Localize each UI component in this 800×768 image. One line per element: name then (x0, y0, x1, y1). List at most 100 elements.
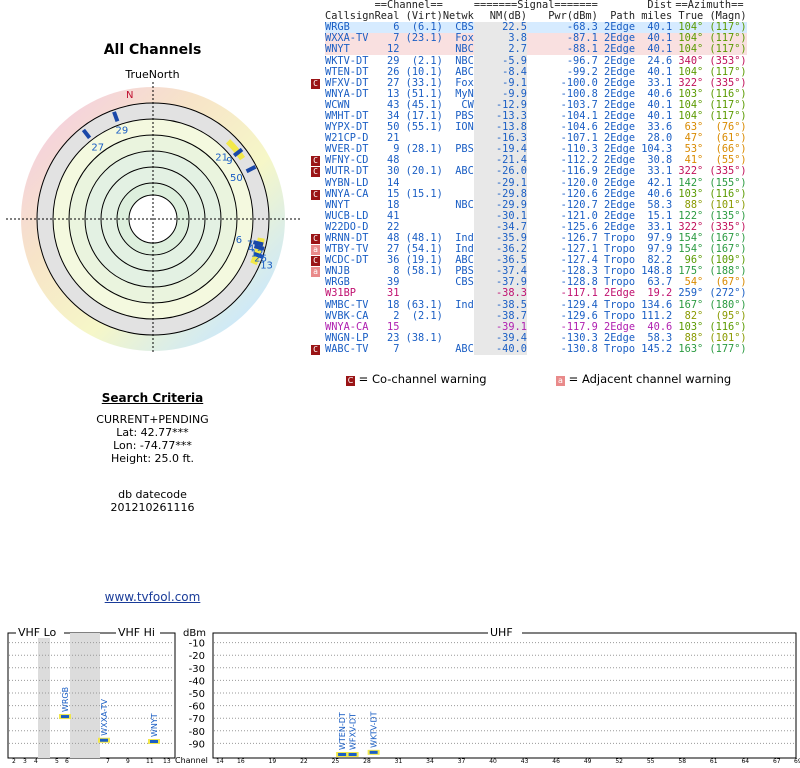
channel-tick: 64 (741, 758, 749, 765)
cell-network: Ind (449, 232, 474, 245)
channel-tick: 49 (584, 758, 592, 765)
cell-pwr: -104.6 (554, 121, 598, 134)
header-channel-group: ==Channel== (374, 0, 443, 12)
channel-tick: 7 (106, 758, 110, 765)
polar-station-marker (253, 251, 265, 259)
cell-callsign: WNYA-CA (325, 320, 375, 333)
channel-tick: 9 (126, 758, 130, 765)
row-warning (311, 66, 325, 78)
dbm-tick-label: -80 (189, 727, 205, 738)
col-miles: miles (641, 10, 673, 23)
channel-tick: 58 (678, 758, 686, 765)
cell-miles: 40.1 (641, 98, 673, 111)
truenorth-label: TrueNorth (125, 68, 180, 81)
cell-real: 18 (380, 298, 400, 311)
polar-station-marker (232, 147, 244, 158)
cell-miles: 40.6 (641, 87, 673, 100)
cell-real: 27 (380, 76, 400, 89)
cell-miles: 33.1 (641, 76, 673, 89)
spectrum-bar-label: WXXA-TV (100, 699, 109, 736)
cell-callsign: WNYT (325, 198, 356, 211)
cell-pwr: -112.2 (554, 154, 598, 167)
cell-miles: 97.9 (641, 243, 673, 256)
cell-virt: (20.1) (399, 165, 443, 178)
cell-virt: (63.1) (399, 298, 443, 311)
channel-tick: 61 (710, 758, 718, 765)
cell-pwr: -120.6 (554, 187, 598, 200)
cell-miles: 148.8 (635, 265, 673, 278)
cell-callsign: WCDC-DT (325, 254, 375, 267)
cell-miles: 40.1 (641, 21, 673, 34)
cell-path: 2Edge (597, 76, 636, 89)
cell-miles: 40.6 (641, 320, 673, 333)
cell-real: 6 (387, 21, 400, 34)
row-warning: C (311, 343, 325, 355)
cell-magn-az: (188°) (703, 265, 747, 278)
cell-real: 13 (380, 87, 400, 100)
cell-magn-az: (335°) (703, 220, 747, 233)
cell-nm: -26.0 (473, 166, 527, 178)
cell-path: 2Edge (597, 87, 636, 100)
cell-true-az: 154° (672, 232, 704, 245)
cell-pwr: -100.0 (554, 76, 598, 89)
cell-path: 2Edge (597, 98, 636, 111)
cell-path: Tropo (597, 243, 636, 256)
cell-nm: -29.9 (473, 199, 527, 211)
row-warning (311, 33, 325, 45)
cell-true-az: 340° (672, 54, 704, 67)
cell-pwr: -99.2 (560, 65, 598, 78)
channel-tick: 16 (237, 758, 245, 765)
cell-true-az: 103° (672, 87, 704, 100)
cell-magn-az: (117°) (703, 21, 747, 34)
uhf-bg (488, 626, 522, 638)
cell-path: Tropo (597, 309, 636, 322)
cell-nm: -21.4 (473, 155, 527, 167)
cell-pwr: -129.6 (554, 309, 598, 322)
vhf-gap-band (70, 633, 100, 758)
cell-callsign: WCWN (325, 98, 356, 111)
table-header-group-row: ==Channel== =======Signal======= Dist ==… (311, 0, 747, 11)
cell-callsign: WFXV-DT (325, 76, 375, 89)
cell-miles: 15.1 (641, 209, 673, 222)
cell-true-az: 103° (672, 187, 704, 200)
cell-network: MyN (449, 87, 474, 100)
polar-channel-label: 21 (215, 152, 228, 163)
cell-nm: -38.5 (473, 299, 527, 311)
header-dist-group: Dist (647, 0, 673, 12)
cochannel-warning-icon: C (311, 256, 320, 267)
polar-channel-label: 6 (236, 235, 242, 246)
polar-channel-label: 12 (251, 248, 264, 259)
cell-callsign: W31BP (325, 287, 363, 300)
cell-nm: -19.4 (473, 144, 527, 156)
cell-true-az: 88° (678, 198, 704, 211)
cell-magn-az: (117°) (703, 109, 747, 122)
tvfool-link[interactable]: www.tvfool.com (104, 590, 201, 604)
channel-tick: 13 (163, 758, 171, 765)
table-row: WVBK-CA 2 (2.1) -38.7 -129.6 Tropo 111.2… (311, 309, 747, 322)
cell-magn-az: (67°) (709, 276, 747, 289)
cell-real: 15 (380, 320, 400, 333)
row-warning: C (311, 166, 325, 178)
cell-real: 29 (380, 54, 400, 67)
cell-network: NBC (449, 43, 474, 56)
row-warning (311, 44, 325, 56)
cell-path: 2Edge (597, 209, 636, 222)
dbm-tick-label: -50 (189, 689, 205, 700)
cell-pwr: -100.8 (554, 87, 598, 100)
channel-tick: 14 (216, 758, 224, 765)
cell-callsign: WVBK-CA (325, 309, 375, 322)
cell-magn-az: (116°) (703, 320, 747, 333)
cell-pwr: -116.9 (554, 165, 598, 178)
cell-real: 27 (380, 243, 400, 256)
channel-tick: 37 (458, 758, 466, 765)
cell-path: 2Edge (597, 21, 636, 34)
cell-miles: 19.2 (641, 287, 673, 300)
polar-channel-label: 4 (248, 244, 254, 255)
cell-virt (399, 44, 442, 55)
cell-nm: -13.3 (473, 110, 527, 123)
cell-miles: 33.6 (641, 121, 673, 134)
spectrum-bar (369, 750, 378, 754)
spectrum-bar-label: WFXV-DT (349, 713, 358, 750)
